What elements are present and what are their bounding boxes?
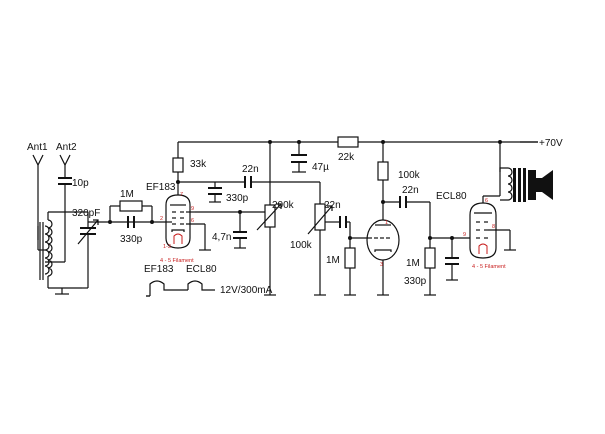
pin-label-1: 1: [385, 220, 388, 226]
pin-label-7: 7: [180, 192, 183, 198]
label-ant2: Ant2: [56, 142, 77, 153]
label-r-1m-grid3: 1M: [406, 258, 420, 269]
antenna-section: [32, 154, 88, 295]
label-r-22k: 22k: [338, 152, 355, 163]
junction-dot: [450, 236, 454, 240]
label-r-1m-grid2: 1M: [326, 255, 340, 266]
label-supply-voltage: +70V: [539, 138, 563, 149]
resistor-100k-body: [377, 161, 389, 181]
label-c-10p: 10p: [72, 178, 89, 189]
resistor-1M-grid3-body: [424, 247, 436, 269]
label-filament-ef183: 4 - 5 Filament: [160, 258, 194, 264]
grid-leak-rc: [108, 200, 154, 228]
label-c-320pf: 320pF: [72, 208, 100, 219]
potentiometer-200k: [195, 203, 282, 295]
capacitor-22n-1: [244, 176, 321, 204]
capacitor-4-7n: [233, 210, 247, 249]
junction-dot: [108, 220, 112, 224]
heater-wiring: [146, 280, 215, 297]
pin-label-8: 8: [492, 224, 495, 230]
resistor-22k-body: [337, 136, 359, 148]
label-c-4-7n: 4,7n: [212, 232, 231, 243]
junction-dot: [297, 140, 301, 144]
label-c-330p-anode: 330p: [226, 193, 249, 204]
supply-rail: [177, 136, 538, 205]
label-r-1m: 1M: [120, 189, 134, 200]
label-c-330p-grid3: 330p: [404, 276, 427, 287]
junction-dot: [428, 236, 432, 240]
label-filament-ecl80: 4 - 5 Filament: [472, 264, 506, 270]
pin-label-6: 6: [191, 218, 194, 224]
junction-dot: [381, 140, 385, 144]
label-pot-200k: 200k: [272, 200, 295, 211]
label-c-22n-3: 22n: [402, 185, 419, 196]
antenna-coil: [37, 212, 53, 288]
pin-label-3: 3: [380, 262, 383, 268]
label-c-330p-grid: 330p: [120, 234, 143, 245]
label-c-22n-2: 22n: [324, 200, 341, 211]
tube-ef183: [165, 188, 205, 249]
resistor-33k-body: [172, 157, 184, 173]
junction-dot: [150, 220, 154, 224]
capacitor-47u: [291, 154, 307, 173]
capacitor-330p-anode: [208, 182, 222, 203]
label-heater-ecl80: ECL80: [186, 264, 217, 275]
pin-label-6b: 6: [485, 198, 488, 204]
label-c-22n-1: 22n: [242, 164, 259, 175]
capacitor-22n-3: [399, 196, 470, 295]
pin-label-1-3: 1-3: [163, 244, 171, 250]
label-heater-supply: 12V/300mA: [220, 285, 273, 296]
junction-dot: [381, 200, 385, 204]
label-pot-100k: 100k: [290, 240, 313, 251]
junction-dot: [268, 140, 272, 144]
pin-label-9b: 9: [463, 232, 466, 238]
junction-dot: [238, 210, 242, 214]
junction-dot: [176, 180, 180, 184]
capacitor-22n-2: [339, 216, 368, 295]
tube-ecl80-pentode: [469, 196, 516, 259]
label-heater-ef183: EF183: [144, 264, 174, 275]
resistor-1M-body: [119, 200, 143, 212]
junction-dot: [498, 140, 502, 144]
label-r-100k: 100k: [398, 170, 421, 181]
resistor-1M-grid2-body: [344, 247, 356, 269]
junction-dot: [348, 236, 352, 240]
tube-ecl80-triode: [366, 180, 400, 295]
label-c-47u: 47µ: [312, 162, 329, 173]
label-r-33k: 33k: [190, 159, 207, 170]
pin-label-2: 2: [160, 216, 163, 222]
potentiometer-100k: [307, 203, 340, 295]
speaker-icon: [536, 170, 553, 200]
output-transformer: [499, 167, 536, 202]
label-tube-ef183: EF183: [146, 182, 176, 193]
label-ant1: Ant1: [27, 142, 48, 153]
label-tube-ecl80: ECL80: [436, 191, 467, 202]
ground-lines: [199, 249, 436, 296]
pin-label-9: 9: [191, 206, 194, 212]
